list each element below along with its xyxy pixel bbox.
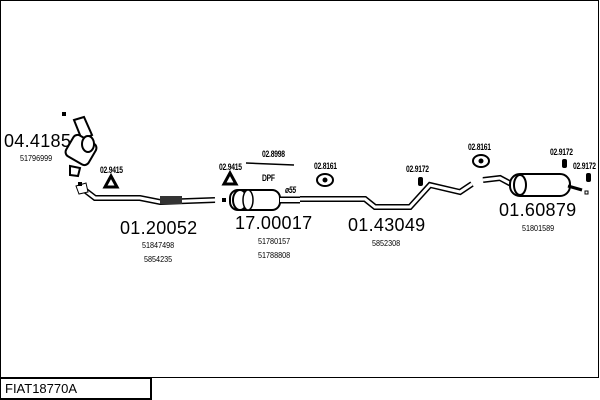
catalyst-drawing bbox=[62, 112, 98, 186]
accessory-label: 02.8161 bbox=[314, 161, 337, 171]
part-number: 04.4185 bbox=[4, 131, 72, 151]
rear-muffler-drawing bbox=[482, 173, 589, 197]
diagram-code: FIAT18770A bbox=[5, 381, 78, 396]
oem-number: 5854235 bbox=[144, 254, 173, 264]
oem-number: 51796999 bbox=[20, 153, 53, 163]
part-number: 17.00017 bbox=[235, 213, 313, 233]
diagram-code-box: FIAT18770A bbox=[0, 378, 152, 400]
part-number: 01.20052 bbox=[120, 218, 198, 238]
rubber-icon bbox=[586, 173, 591, 182]
accessory-label: 02.9172 bbox=[573, 161, 596, 171]
oem-number: 5852308 bbox=[372, 238, 401, 248]
front-pipe-drawing bbox=[75, 182, 216, 206]
oem-number: 51788808 bbox=[258, 250, 291, 260]
oem-number: 51801589 bbox=[522, 223, 555, 233]
middle-pipe-drawing bbox=[300, 181, 474, 210]
oem-number: 51780157 bbox=[258, 236, 291, 246]
part-number: 01.43049 bbox=[348, 215, 426, 235]
dpf-label: DPF bbox=[262, 173, 275, 183]
gasket-icon bbox=[102, 172, 120, 189]
gasket-icon bbox=[221, 169, 239, 186]
accessory-label: 02.9415 bbox=[219, 162, 242, 172]
part-number: 01.60879 bbox=[499, 200, 577, 220]
diagram-frame bbox=[0, 0, 599, 378]
oem-number: 51847498 bbox=[142, 240, 175, 250]
accessory-label: 02.9172 bbox=[406, 164, 429, 174]
rubber-icon bbox=[418, 177, 423, 186]
mount-icon bbox=[316, 173, 334, 187]
accessory-label: 02.8998 bbox=[262, 149, 285, 159]
rubber-icon bbox=[562, 159, 567, 168]
accessory-label: 02.9172 bbox=[550, 147, 573, 157]
dpf-drawing bbox=[222, 162, 300, 211]
diameter-label: ø55 bbox=[285, 185, 296, 195]
mount-icon bbox=[472, 154, 490, 168]
accessory-label: 02.9415 bbox=[100, 165, 123, 175]
accessory-label: 02.8161 bbox=[468, 142, 491, 152]
